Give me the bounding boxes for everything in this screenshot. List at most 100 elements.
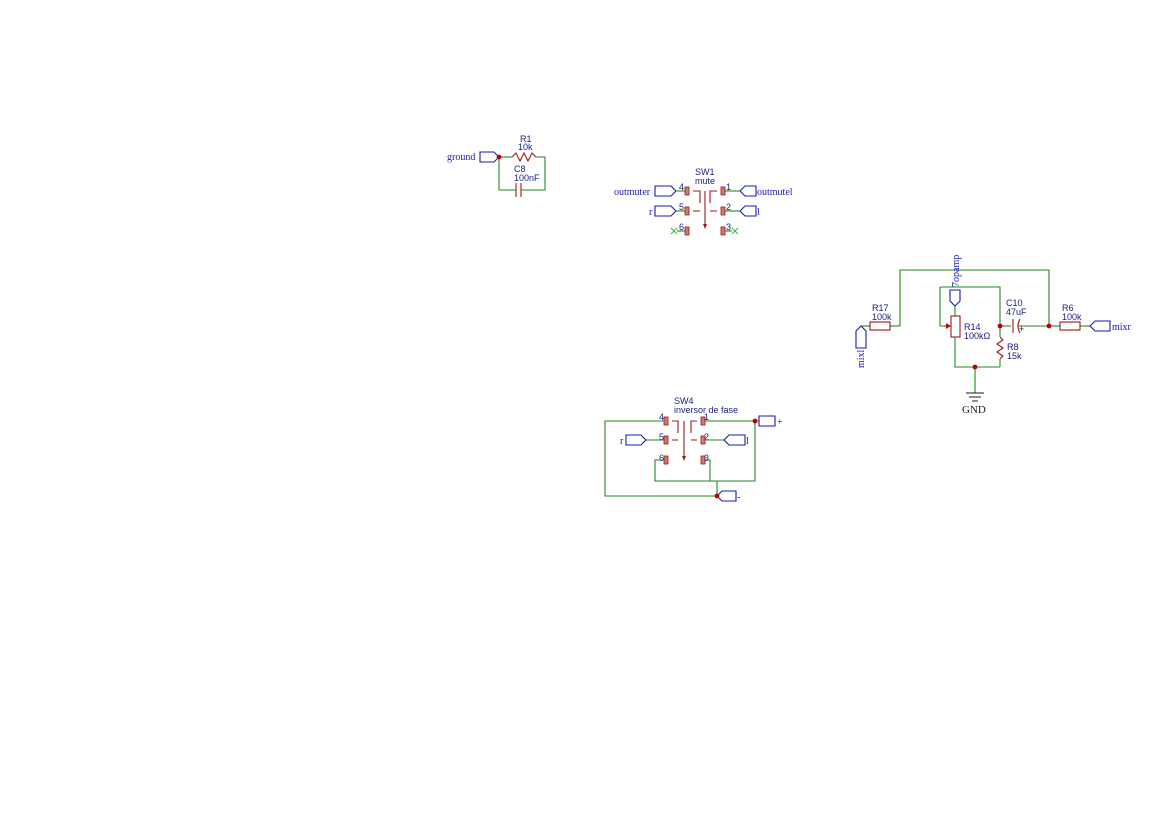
sw4-contact: [672, 420, 679, 441]
sw4-pin-label: 1: [704, 412, 709, 422]
net-label-mixr: mixr: [1112, 322, 1132, 333]
net-label-outmuter: outmuter: [614, 187, 651, 198]
sw4-pin-6: [663, 455, 669, 465]
wire: [604, 420, 717, 497]
mixr-port-flag[interactable]: [1089, 320, 1111, 332]
sw1-pin-label: 1: [726, 182, 731, 192]
sw4-pin-label: 5: [659, 432, 664, 442]
sw4-pin-5: [663, 435, 669, 445]
net-label-r-sw4: r: [620, 436, 624, 447]
wire: [954, 337, 1000, 368]
sw4-pin-label: 2: [704, 432, 709, 442]
c8-value: 100nF: [514, 173, 540, 183]
junction-dot: [752, 418, 758, 424]
sw1-value: mute: [695, 176, 715, 186]
sw1-pin-4: [684, 186, 690, 196]
sw1-contact: [693, 190, 701, 212]
r6-resistor-symbol: [1059, 321, 1081, 331]
l-port-flag-sw1[interactable]: [739, 205, 757, 217]
sw1-pin-label: 3: [726, 222, 731, 232]
net-label-plus: +: [777, 417, 783, 428]
junction-dot: [972, 364, 978, 370]
ground-filter-block: ground R1 10k C8 100nF: [447, 134, 546, 197]
r17-reference: R17: [872, 303, 889, 313]
c8-capacitor-symbol: [515, 183, 522, 197]
sw4-pin-label: 3: [704, 453, 709, 463]
r-port-flag-sw1[interactable]: [654, 205, 677, 217]
net-label-l-sw1: l: [757, 207, 760, 218]
outmuter-port-flag[interactable]: [654, 185, 677, 197]
sw4-value: inversor de fase: [674, 405, 738, 415]
sw4-contact: [690, 420, 697, 441]
net-label-opamp: 7opamp: [951, 255, 962, 287]
plus-port-flag[interactable]: [758, 415, 776, 427]
sw1-pin-label: 2: [726, 202, 731, 212]
sw1-contact: [709, 190, 717, 212]
r17-resistor-symbol: [869, 321, 891, 331]
r1-resistor-symbol: [511, 151, 537, 163]
r1-value: 10k: [518, 142, 533, 152]
net-label-mixl: mixl: [856, 349, 867, 368]
r14-wiper-arrow: [946, 323, 951, 329]
sw1-pin-label: 5: [679, 202, 684, 212]
l-port-flag-sw4[interactable]: [723, 434, 746, 446]
wire: [524, 156, 546, 191]
c10-polarity: +: [1019, 324, 1024, 334]
junction-dot: [997, 323, 1003, 329]
net-label-outmutel: outmutel: [757, 187, 793, 198]
sw4-actuator-arrow: [682, 456, 686, 461]
r8-value: 15k: [1007, 351, 1022, 361]
r8-resistor-symbol: [996, 336, 1004, 360]
sw1-reference: SW1: [695, 167, 715, 177]
ground-port-flag[interactable]: [479, 151, 500, 163]
c10-reference: C10: [1006, 298, 1023, 308]
wire: [498, 157, 514, 191]
r6-value: 100k: [1062, 312, 1082, 322]
ground-symbol-icon: [966, 392, 984, 402]
r14-reference: R14: [964, 322, 981, 332]
wire: [705, 459, 711, 481]
r17-value: 100k: [872, 312, 892, 322]
mixer-network-block: mixl R17 100k 7opamp R14 100kΩ R8 15k GN…: [855, 255, 1132, 416]
r8-reference: R8: [1007, 342, 1019, 352]
r14-value: 100kΩ: [964, 331, 991, 341]
r6-reference: R6: [1062, 303, 1074, 313]
sw4-pin-label: 4: [659, 412, 664, 422]
junction-dot: [1046, 323, 1052, 329]
wire: [899, 269, 1050, 326]
sw1-pin-5: [684, 206, 690, 216]
sw4-pin-4: [663, 416, 669, 426]
sw1-mute-switch: SW1 mute outmuter r outmutel l 4 1 5 2 6…: [614, 167, 793, 236]
junction-dot: [496, 154, 502, 160]
no-connect-marker: [670, 227, 678, 235]
net-label-minus: -: [737, 492, 740, 503]
sw4-reference: SW4: [674, 396, 694, 406]
c8-reference: C8: [514, 164, 526, 174]
wire: [705, 420, 756, 496]
mixl-port-flag[interactable]: [855, 325, 867, 349]
sw1-pin-3: [720, 226, 726, 236]
c10-value: 47uF: [1006, 307, 1027, 317]
sw1-pin-label: 4: [679, 182, 684, 192]
no-connect-marker: [731, 227, 739, 235]
net-label-l-sw4: l: [746, 436, 749, 447]
opamp-port-flag[interactable]: [949, 289, 961, 307]
sw1-pin-1: [720, 186, 726, 196]
r14-potentiometer-symbol: [950, 315, 961, 338]
sw4-pin-label: 6: [659, 453, 664, 463]
minus-port-flag[interactable]: [716, 490, 737, 502]
sw1-actuator-arrow: [703, 224, 707, 229]
junction-dot: [714, 493, 720, 499]
wire: [654, 459, 717, 482]
r1-reference: R1: [520, 134, 532, 144]
r-port-flag-sw4[interactable]: [625, 434, 647, 446]
wire: [940, 286, 1001, 326]
wire: [939, 287, 950, 327]
net-label-r-sw1: r: [649, 207, 653, 218]
outmutel-port-flag[interactable]: [739, 185, 757, 197]
net-label-ground: ground: [447, 152, 475, 163]
sw1-pin-label: 6: [679, 222, 684, 232]
sw4-phase-invert-switch: SW4 inversor de fase 4 1 5 2 6 3 r l + -: [604, 396, 783, 503]
sw1-pin-6: [684, 226, 690, 236]
